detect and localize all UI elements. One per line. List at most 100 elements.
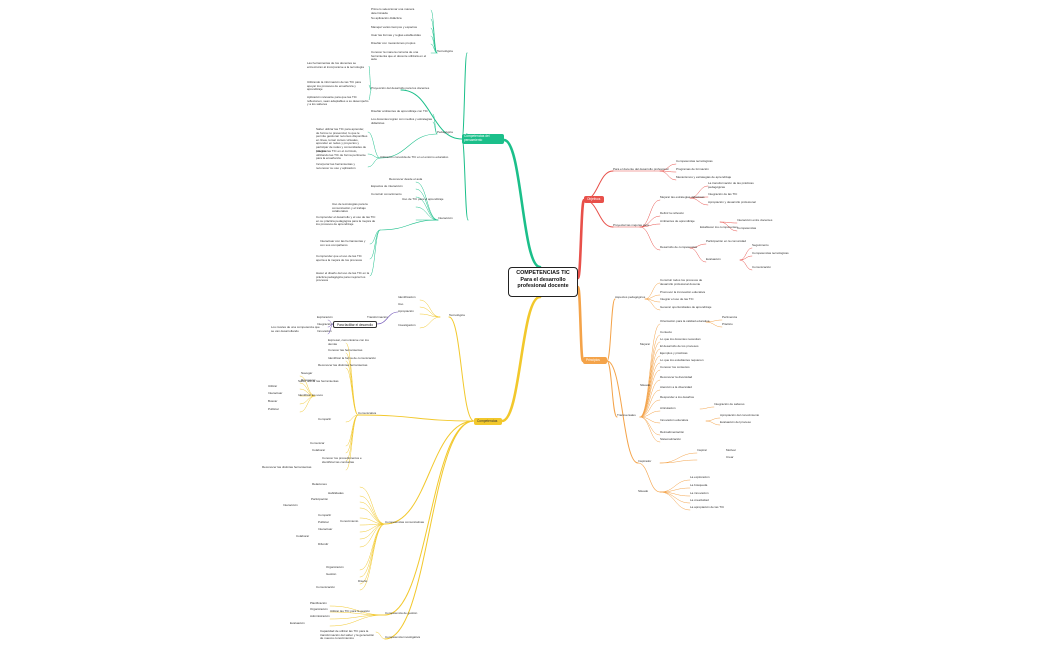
- yellow-leaf: Identificación: [398, 295, 416, 299]
- orange-sub-inspirador[interactable]: Inspirador: [638, 459, 652, 463]
- orange-leaf: Contexto: [660, 330, 673, 334]
- yellow-sub-tecnologica[interactable]: Tecnológica: [449, 313, 465, 317]
- branch-competencias[interactable]: Competencias: [474, 418, 502, 425]
- link-root-red: [576, 198, 586, 280]
- branch-competencias-pensamiento[interactable]: Competencias del pensamiento: [462, 134, 504, 144]
- green-leaf: Las herramientas de los docentes se entr…: [307, 61, 364, 69]
- link-orange-leaf: [644, 298, 661, 311]
- green-leaf: Utilización conocida de TIC en el entorn…: [380, 155, 449, 159]
- green-leaf: Integrar las TIC en el currículo, utiliz…: [316, 149, 366, 161]
- yellow-leaf: Compartir: [318, 513, 332, 517]
- link-green-sub: [461, 138, 469, 221]
- orange-sub-aspectos[interactable]: Aspectos pedagógicos: [615, 295, 646, 299]
- central-topic[interactable]: COMPETENCIAS TIC Para el desarrollo prof…: [508, 267, 578, 297]
- link-green-leaf: [369, 229, 381, 245]
- link-orange-sub: [637, 462, 661, 493]
- green-leaf: Uso de tecnologías para la comunicación …: [332, 202, 368, 214]
- yellow-sub-gestion[interactable]: Competencia de gestión: [385, 611, 418, 615]
- green-sub-tecnologica[interactable]: Tecnológica: [437, 49, 453, 53]
- yellow-leaf: Reconocer: [301, 378, 316, 382]
- facilitate-development-topic[interactable]: Para facilitar el desarrollo: [333, 321, 377, 328]
- link-orange-leaf: [639, 341, 661, 418]
- yellow-leaf: Interactuar: [318, 527, 333, 531]
- orange-leaf: Apropiación del conocimiento: [720, 413, 760, 417]
- link-orange-leaf: [639, 416, 661, 436]
- link-green-leaf: [430, 18, 438, 54]
- link-yellow-leaf: [359, 507, 386, 525]
- yellow-leaf: Participación: [311, 497, 329, 501]
- link-yellow-leaf: [345, 414, 359, 462]
- link-yellow-leaf: [359, 501, 386, 525]
- green-leaf: Aplicación relevante para que las TIC re…: [307, 95, 369, 107]
- red-leaf: Competencias tecnológicas: [752, 251, 789, 255]
- orange-leaf: Situado: [638, 489, 649, 493]
- green-leaf: Espacios de interacción: [371, 184, 403, 188]
- branch-label: Competencias del pensamiento: [464, 134, 490, 142]
- orange-leaf: Generar oportunidades de aprendizaje: [660, 305, 712, 309]
- link-yellow-leaf: [359, 523, 386, 526]
- link-yellow-leaf: [359, 523, 386, 540]
- yellow-leaf: Gestión: [326, 572, 337, 576]
- yellow-leaf: Saber utilizar las herramientas: [298, 379, 339, 383]
- link-orange-leaf: [639, 323, 661, 418]
- orange-leaf: Sistematización: [660, 437, 682, 441]
- red-leaf: Definir la reflexión: [660, 211, 685, 215]
- yellow-sub-comunicativa[interactable]: Comunicativa: [358, 411, 377, 415]
- link-green-leaf: [369, 229, 381, 277]
- yellow-leaf: Identificar la forma de comunicación: [328, 356, 377, 360]
- orange-leaf: Integrar el uso de las TIC: [660, 297, 694, 301]
- green-sub-proyeccion[interactable]: Proyección del desarrollo para los docen…: [371, 86, 430, 90]
- yellow-leaf: Conocer los procedimientos e identificar…: [322, 456, 362, 464]
- yellow-leaf: Investigación: [398, 323, 416, 327]
- orange-leaf: Lo que los estudiantes requieren: [660, 358, 704, 362]
- link-orange-sub: [606, 360, 639, 464]
- orange-leaf: Retroalimentación: [660, 430, 685, 434]
- yellow-leaf: Expresar, comunicarse con los demás: [328, 338, 369, 346]
- orange-leaf: Inspirar: [697, 448, 708, 452]
- link-red-leaf: [639, 226, 661, 251]
- yellow-sub-comunicativas[interactable]: Competencias comunicativas: [385, 520, 425, 524]
- orange-leaf: La apropiación de las TIC: [690, 505, 725, 509]
- facilitate-label: Para facilitar el desarrollo: [337, 323, 373, 327]
- branch-objetivos[interactable]: Objetivos: [584, 196, 604, 203]
- green-leaf: Diseñar ambientes de aprendizaje con TIC: [371, 109, 428, 113]
- green-leaf: Primero seleccionar una manera determina…: [371, 7, 415, 15]
- green-sub-interaccion[interactable]: Interacción: [438, 216, 453, 220]
- link-yellow-leaf: [345, 342, 359, 416]
- link-yellow-sub: [384, 420, 475, 640]
- red-sub-proyectar[interactable]: Proyectar las mejoras para: [613, 223, 649, 227]
- yellow-leaf: Interactuar: [268, 391, 283, 395]
- branch-label: Principios: [586, 358, 600, 362]
- red-leaf: Establecer los componentes: [700, 225, 738, 229]
- link-orange-leaf: [659, 459, 698, 464]
- link-orange-leaf: [639, 362, 661, 418]
- green-leaf: Interactuar con las herramientas y con s…: [320, 239, 366, 247]
- link-orange-sub: [606, 360, 618, 418]
- branch-principios[interactable]: Principios: [583, 357, 607, 364]
- link-green-leaf: [415, 206, 439, 221]
- link-green-leaf: [368, 89, 372, 101]
- link-orange-leaf: [705, 420, 721, 426]
- orange-leaf: El desarrollo de los procesos: [660, 344, 699, 348]
- yellow-leaf: Utilizar las TIC para la gestión: [330, 609, 370, 613]
- yellow-leaf: Uso: [398, 302, 404, 306]
- yellow-leaf: Publicar: [318, 520, 329, 524]
- yellow-sub-investigativa[interactable]: Competencia investigativa: [385, 635, 421, 639]
- link-red-leaf: [659, 170, 677, 181]
- orange-sub-situado[interactable]: Situado: [640, 383, 651, 387]
- link-yellow-leaf: [375, 631, 386, 640]
- green-sub-pedagogica[interactable]: Pedagógica: [437, 130, 453, 134]
- link-red-leaf: [719, 221, 738, 224]
- link-green-sub: [379, 219, 439, 231]
- red-sub-docente[interactable]: Para el docente del desarrollo profesion…: [613, 167, 669, 171]
- link-yellow-leaf: [329, 614, 386, 627]
- link-yellow-leaf: [359, 517, 386, 525]
- red-leaf: Integración de las TIC: [708, 192, 738, 196]
- orange-leaf: Innovación educativa: [660, 418, 689, 422]
- orange-sub-transversales[interactable]: Transversales: [617, 413, 636, 417]
- yellow-leaf: Evaluación: [290, 621, 305, 625]
- yellow-leaf: Identificar los usos: [298, 393, 323, 397]
- orange-leaf: Articulación: [660, 406, 676, 410]
- orange-leaf: Reconocer la diversidad: [660, 375, 693, 379]
- green-leaf: Su aplicación didáctica: [371, 16, 402, 20]
